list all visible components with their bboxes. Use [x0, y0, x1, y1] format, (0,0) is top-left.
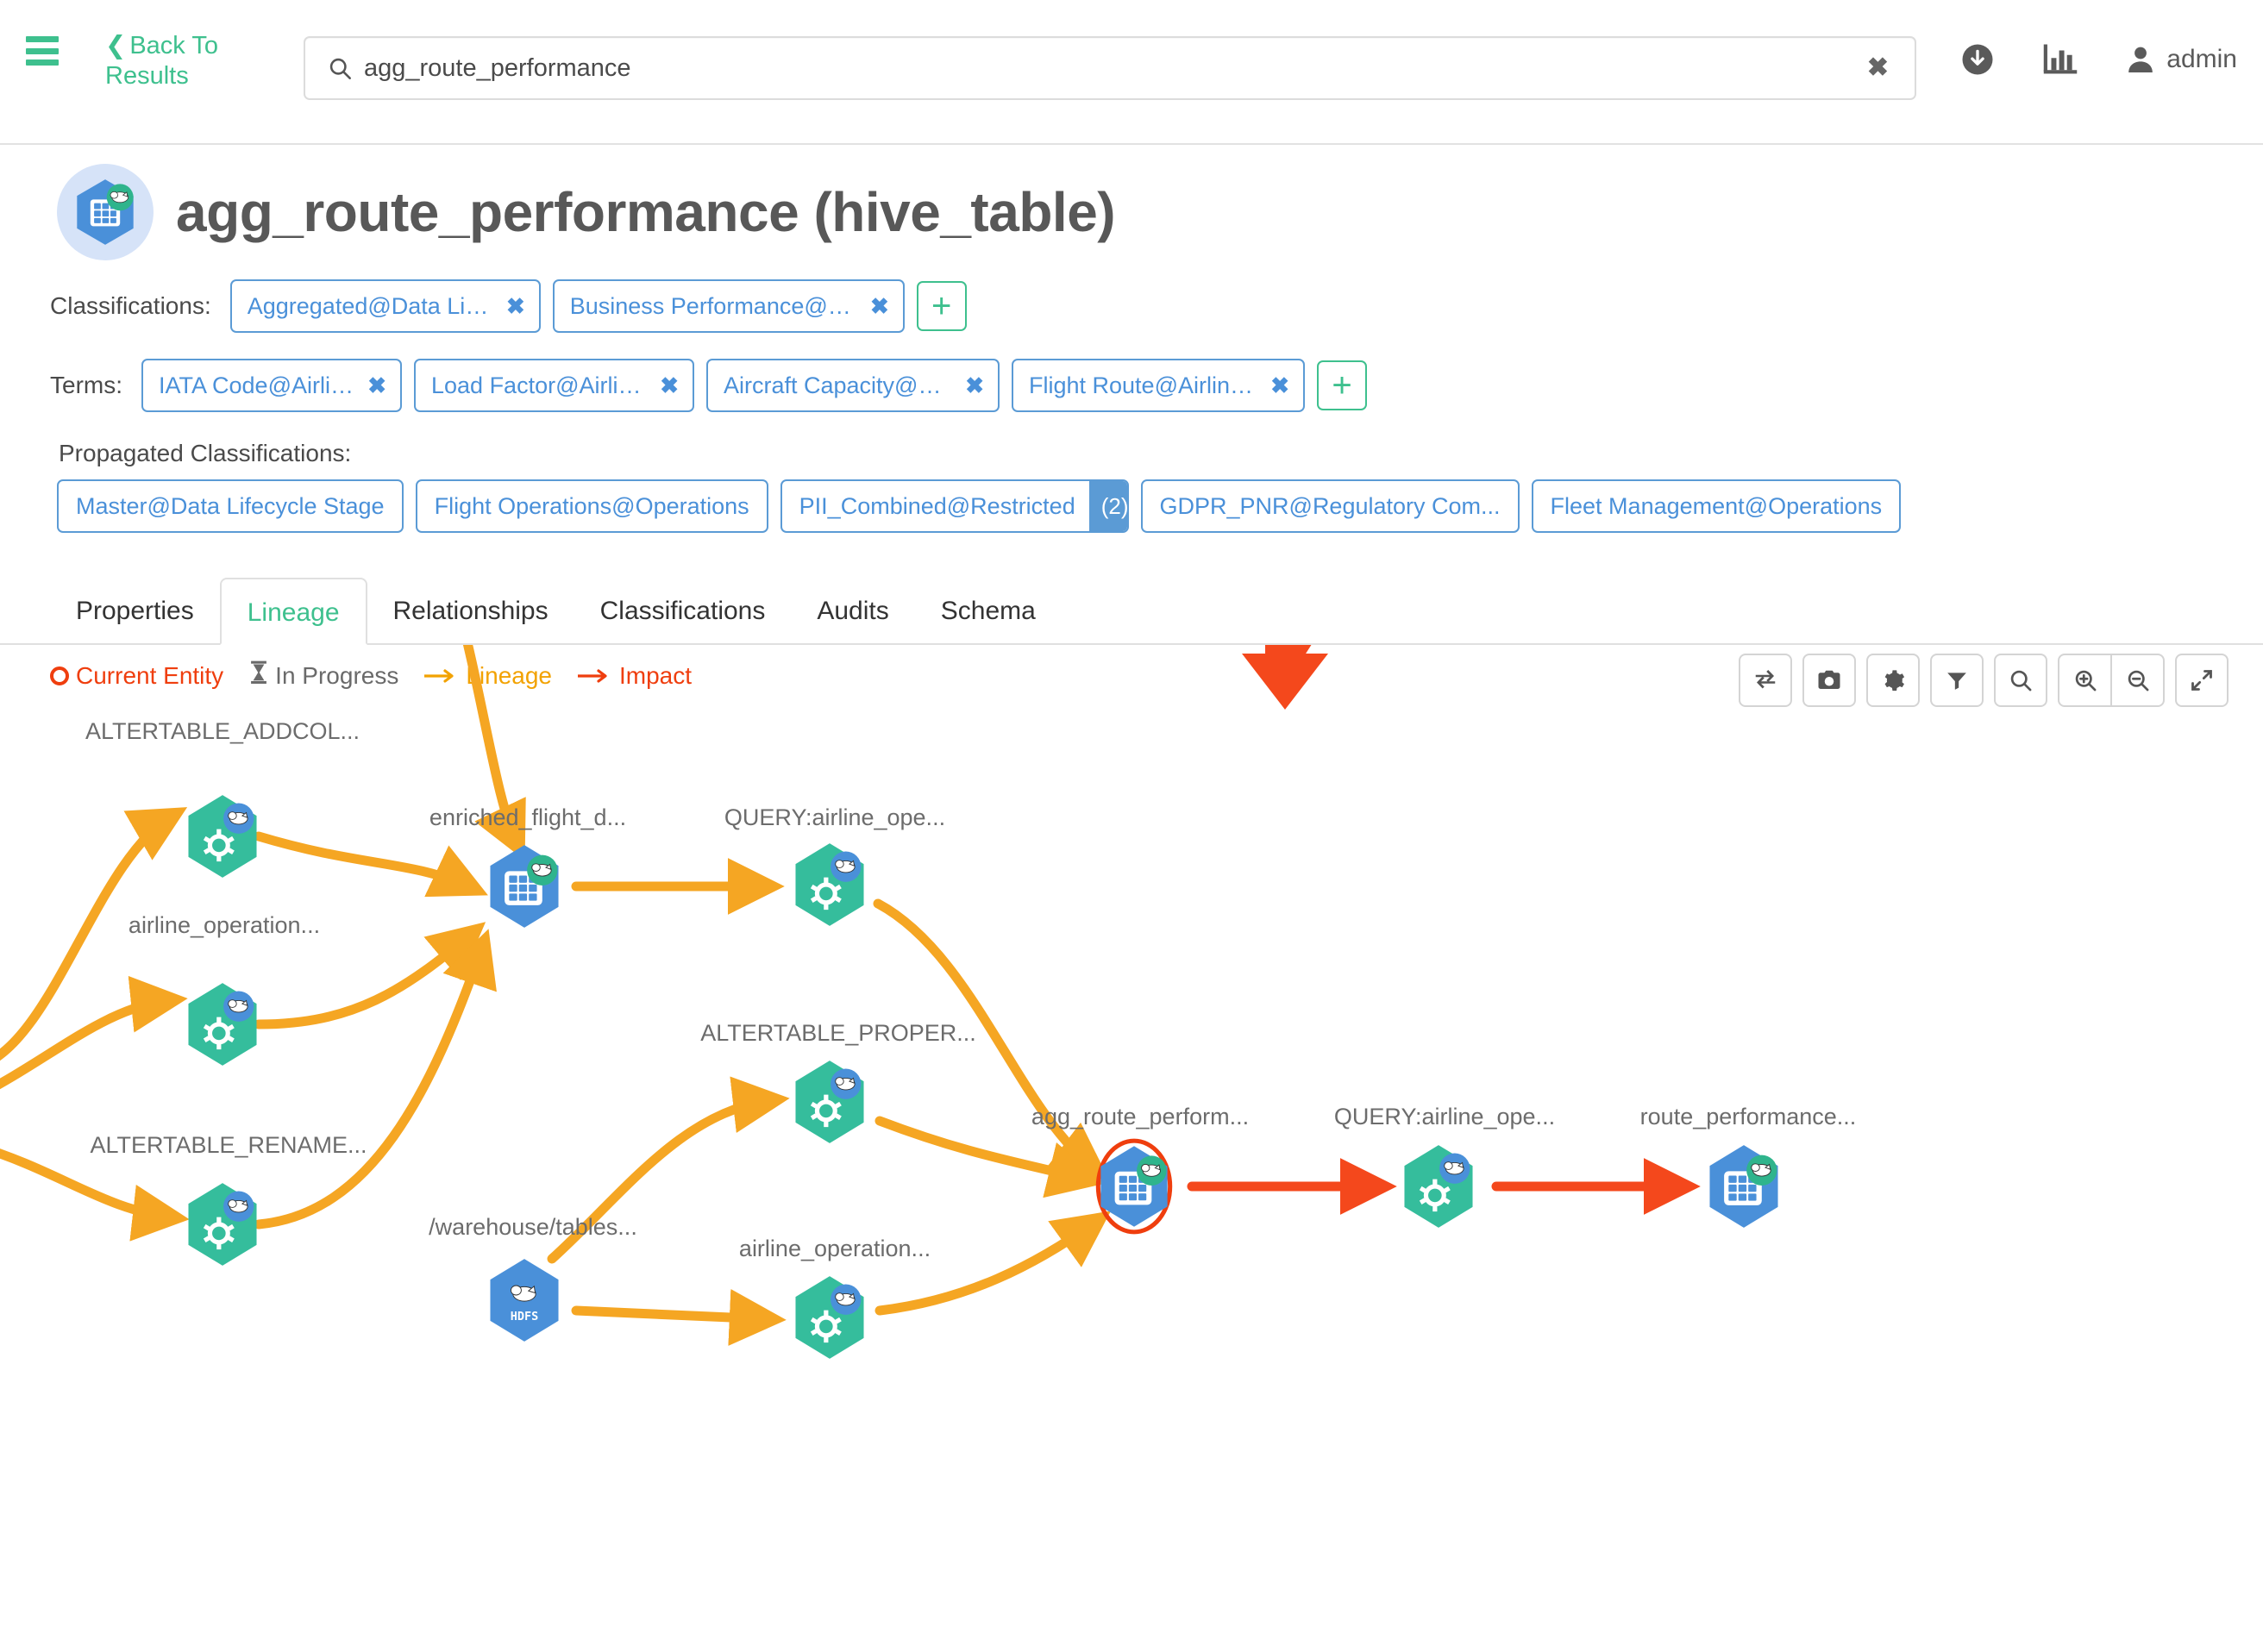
top-bar: ❮Back To Results ✖	[0, 0, 2263, 145]
legend-impact-label: Impact	[619, 661, 693, 689]
propagated-classification-chip[interactable]: Flight Operations@Operations	[415, 479, 768, 533]
add-term-button[interactable]: +	[1317, 360, 1367, 410]
classification-chip[interactable]: Business Performance@Internal ✖	[552, 279, 905, 333]
back-to-results-label: Back To Results	[105, 32, 218, 91]
classifications-row: Classifications: Aggregated@Data Lifecyc…	[0, 279, 2263, 333]
propagated-chip-label: PII_Combined@Restricted	[799, 492, 1075, 519]
tab-properties[interactable]: Properties	[76, 597, 194, 625]
download-circle-icon[interactable]	[1959, 41, 1996, 78]
clear-search-icon[interactable]: ✖	[1866, 53, 1889, 82]
propagated-count-badge: (2)	[1088, 481, 1127, 531]
lineage-panel: Current Entity In Progress Lineage Impac…	[0, 645, 2263, 1516]
legend-current-entity-label: Current Entity	[76, 661, 224, 689]
propagated-classification-chip[interactable]: GDPR_PNR@Regulatory Com...	[1140, 479, 1520, 533]
remove-term-icon[interactable]: ✖	[660, 372, 679, 398]
classification-chip-label: Aggregated@Data Lifecycle St...	[247, 292, 492, 319]
fullscreen-button[interactable]	[2175, 654, 2229, 707]
hamburger-icon[interactable]	[26, 36, 59, 66]
propagated-chip-label: Flight Operations@Operations	[434, 492, 749, 519]
lineage-node-process[interactable]	[178, 1180, 267, 1269]
lineage-node-hdfs[interactable]: HDFS	[480, 1255, 569, 1345]
propagated-chip-label: Fleet Management@Operations	[1550, 492, 1883, 519]
lineage-node-current-entity[interactable]	[1081, 1134, 1187, 1239]
user-icon	[2125, 43, 2156, 76]
ring-icon	[50, 666, 69, 685]
propagated-classification-chip[interactable]: Master@Data Lifecycle Stage	[57, 479, 404, 533]
search-input[interactable]	[364, 53, 1867, 83]
term-chip-label: Aircraft Capacity@Airline Oper...	[724, 372, 952, 398]
tab-relationships[interactable]: Relationships	[392, 597, 549, 625]
lineage-node-table[interactable]	[480, 842, 569, 931]
tab-audits[interactable]: Audits	[817, 597, 889, 625]
classification-chip[interactable]: Aggregated@Data Lifecycle St... ✖	[229, 279, 541, 333]
tab-classifications[interactable]: Classifications	[599, 597, 766, 625]
entity-tabs: Properties Lineage Relationships Classif…	[0, 567, 2263, 645]
svg-text:HDFS: HDFS	[511, 1310, 539, 1323]
remove-classification-icon[interactable]: ✖	[505, 293, 525, 319]
hourglass-icon	[249, 660, 268, 691]
lineage-node-process[interactable]	[785, 840, 874, 929]
terms-label: Terms:	[50, 372, 122, 398]
reset-layout-button[interactable]	[1739, 654, 1792, 707]
search-icon	[328, 56, 352, 80]
arrow-right-icon	[423, 662, 459, 690]
legend-current-entity: Current Entity	[50, 662, 223, 690]
chevron-left-icon: ❮	[105, 32, 127, 59]
top-bar-actions: admin	[1959, 41, 2237, 78]
remove-classification-icon[interactable]: ✖	[869, 293, 889, 319]
term-chip-label: Flight Route@Airline Operatio...	[1029, 372, 1257, 398]
legend-in-progress: In Progress	[249, 660, 398, 691]
zoom-out-button[interactable]	[2111, 654, 2165, 707]
term-chip[interactable]: Flight Route@Airline Operatio... ✖	[1012, 359, 1305, 412]
entity-header: agg_route_performance (hive_table)	[0, 145, 2263, 260]
zoom-in-button[interactable]	[2058, 654, 2111, 707]
lineage-node-process[interactable]	[178, 979, 267, 1069]
propagated-classifications-label: Propagated Classifications:	[59, 440, 352, 466]
settings-button[interactable]	[1866, 654, 1920, 707]
page-title: agg_route_performance (hive_table)	[176, 181, 1116, 243]
lineage-node-process[interactable]	[785, 1273, 874, 1362]
lineage-node-table[interactable]	[1699, 1142, 1789, 1231]
propagated-classification-chip[interactable]: PII_Combined@Restricted (2)	[780, 479, 1129, 533]
user-menu[interactable]: admin	[2125, 43, 2237, 76]
search-button[interactable]	[1994, 654, 2047, 707]
classification-chip-label: Business Performance@Internal	[569, 292, 856, 319]
classifications-label: Classifications:	[50, 292, 211, 319]
legend-impact: Impact	[576, 661, 693, 690]
terms-row: Terms: IATA Code@Airline Operations... ✖…	[0, 359, 2263, 412]
impact-direction-arrow	[1242, 645, 1328, 710]
screenshot-button[interactable]	[1802, 654, 1856, 707]
filter-button[interactable]	[1930, 654, 1984, 707]
propagated-classifications-row: Master@Data Lifecycle Stage Flight Opera…	[0, 479, 2263, 533]
lineage-node-process[interactable]	[1394, 1142, 1483, 1231]
arrow-right-icon	[576, 662, 612, 690]
lineage-node-process[interactable]	[785, 1057, 874, 1147]
term-chip-label: Load Factor@Airline Operatio...	[431, 372, 646, 398]
tab-lineage[interactable]: Lineage	[219, 578, 367, 645]
remove-term-icon[interactable]: ✖	[1270, 372, 1289, 398]
lineage-graph[interactable]	[0, 645, 2263, 1516]
add-classification-button[interactable]: +	[916, 281, 967, 331]
tab-schema[interactable]: Schema	[940, 597, 1036, 625]
propagated-chip-label: GDPR_PNR@Regulatory Com...	[1159, 492, 1501, 519]
lineage-toolbar	[1739, 654, 2229, 707]
term-chip-label: IATA Code@Airline Operations...	[159, 372, 354, 398]
hive-table-icon	[57, 164, 154, 260]
legend-in-progress-label: In Progress	[275, 661, 399, 689]
lineage-node-process[interactable]	[178, 792, 267, 881]
remove-term-icon[interactable]: ✖	[965, 372, 984, 398]
term-chip[interactable]: Load Factor@Airline Operatio... ✖	[414, 359, 694, 412]
lineage-legend: Current Entity In Progress Lineage Impac…	[50, 660, 692, 691]
username-label: admin	[2166, 45, 2237, 73]
search-bar[interactable]: ✖	[304, 36, 1916, 100]
term-chip[interactable]: Aircraft Capacity@Airline Oper... ✖	[706, 359, 1000, 412]
propagated-chip-label: Master@Data Lifecycle Stage	[76, 492, 385, 519]
back-to-results-link[interactable]: ❮Back To Results	[105, 31, 233, 92]
bar-chart-icon[interactable]	[2040, 41, 2080, 78]
propagated-classification-chip[interactable]: Fleet Management@Operations	[1531, 479, 1902, 533]
term-chip[interactable]: IATA Code@Airline Operations... ✖	[141, 359, 402, 412]
remove-term-icon[interactable]: ✖	[367, 372, 386, 398]
